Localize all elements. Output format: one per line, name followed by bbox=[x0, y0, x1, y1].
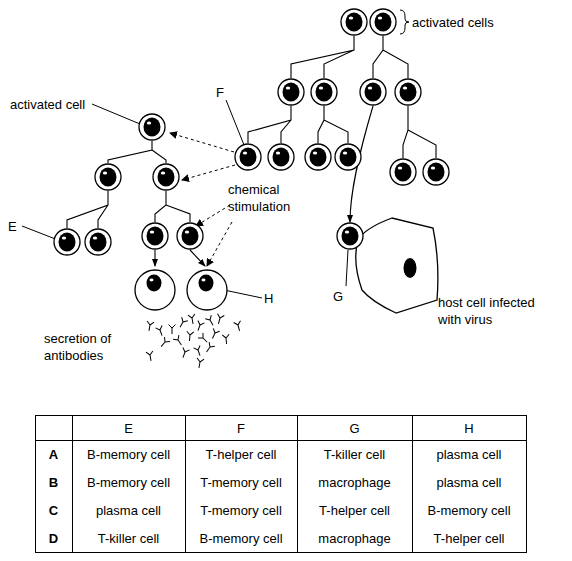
table-cell: macrophage bbox=[318, 530, 390, 547]
table-cell: plasma cell bbox=[436, 474, 501, 491]
table-grid bbox=[36, 416, 527, 553]
option-letter: B bbox=[49, 474, 58, 491]
stimulation-arrows bbox=[170, 133, 235, 266]
callout-letter: E bbox=[8, 218, 17, 235]
table-header: H bbox=[464, 420, 473, 437]
table-cell: B-memory cell bbox=[87, 446, 170, 463]
table-cell: macrophage bbox=[318, 474, 390, 491]
option-letter: A bbox=[49, 446, 58, 463]
table-cell: B-memory cell bbox=[199, 530, 282, 547]
cell-label: host cell infected with virus bbox=[438, 294, 556, 328]
table-header: E bbox=[124, 420, 133, 437]
cell-label: activated cell bbox=[10, 96, 85, 113]
table-cell: T-killer cell bbox=[324, 446, 385, 463]
table-cell: T-memory cell bbox=[200, 502, 282, 519]
host-cell bbox=[356, 218, 438, 313]
table-cell: B-memory cell bbox=[87, 474, 170, 491]
callout-letter: H bbox=[264, 290, 273, 307]
lymphocytes bbox=[54, 9, 449, 310]
host-nucleus bbox=[404, 258, 417, 278]
note: chemical stimulation bbox=[228, 181, 310, 215]
table-cell: T-helper cell bbox=[319, 502, 390, 519]
table-cell: B-memory cell bbox=[427, 502, 510, 519]
option-letter: D bbox=[49, 530, 58, 547]
option-letter: C bbox=[49, 502, 58, 519]
table-cell: T-memory cell bbox=[200, 474, 282, 491]
callout-letter: G bbox=[333, 288, 343, 305]
antibodies bbox=[146, 314, 243, 369]
cell-label: activated cells bbox=[412, 14, 494, 31]
table-cell: T-helper cell bbox=[206, 446, 277, 463]
table-header: F bbox=[237, 420, 245, 437]
table-cell: plasma cell bbox=[436, 446, 501, 463]
note: secretion of antibodies bbox=[44, 330, 136, 364]
table-cell: plasma cell bbox=[96, 502, 161, 519]
callout-letter: F bbox=[216, 84, 224, 101]
table-cell: T-helper cell bbox=[434, 530, 505, 547]
table-cell: T-killer cell bbox=[98, 530, 159, 547]
bracket bbox=[400, 10, 409, 34]
table-header: G bbox=[349, 420, 359, 437]
